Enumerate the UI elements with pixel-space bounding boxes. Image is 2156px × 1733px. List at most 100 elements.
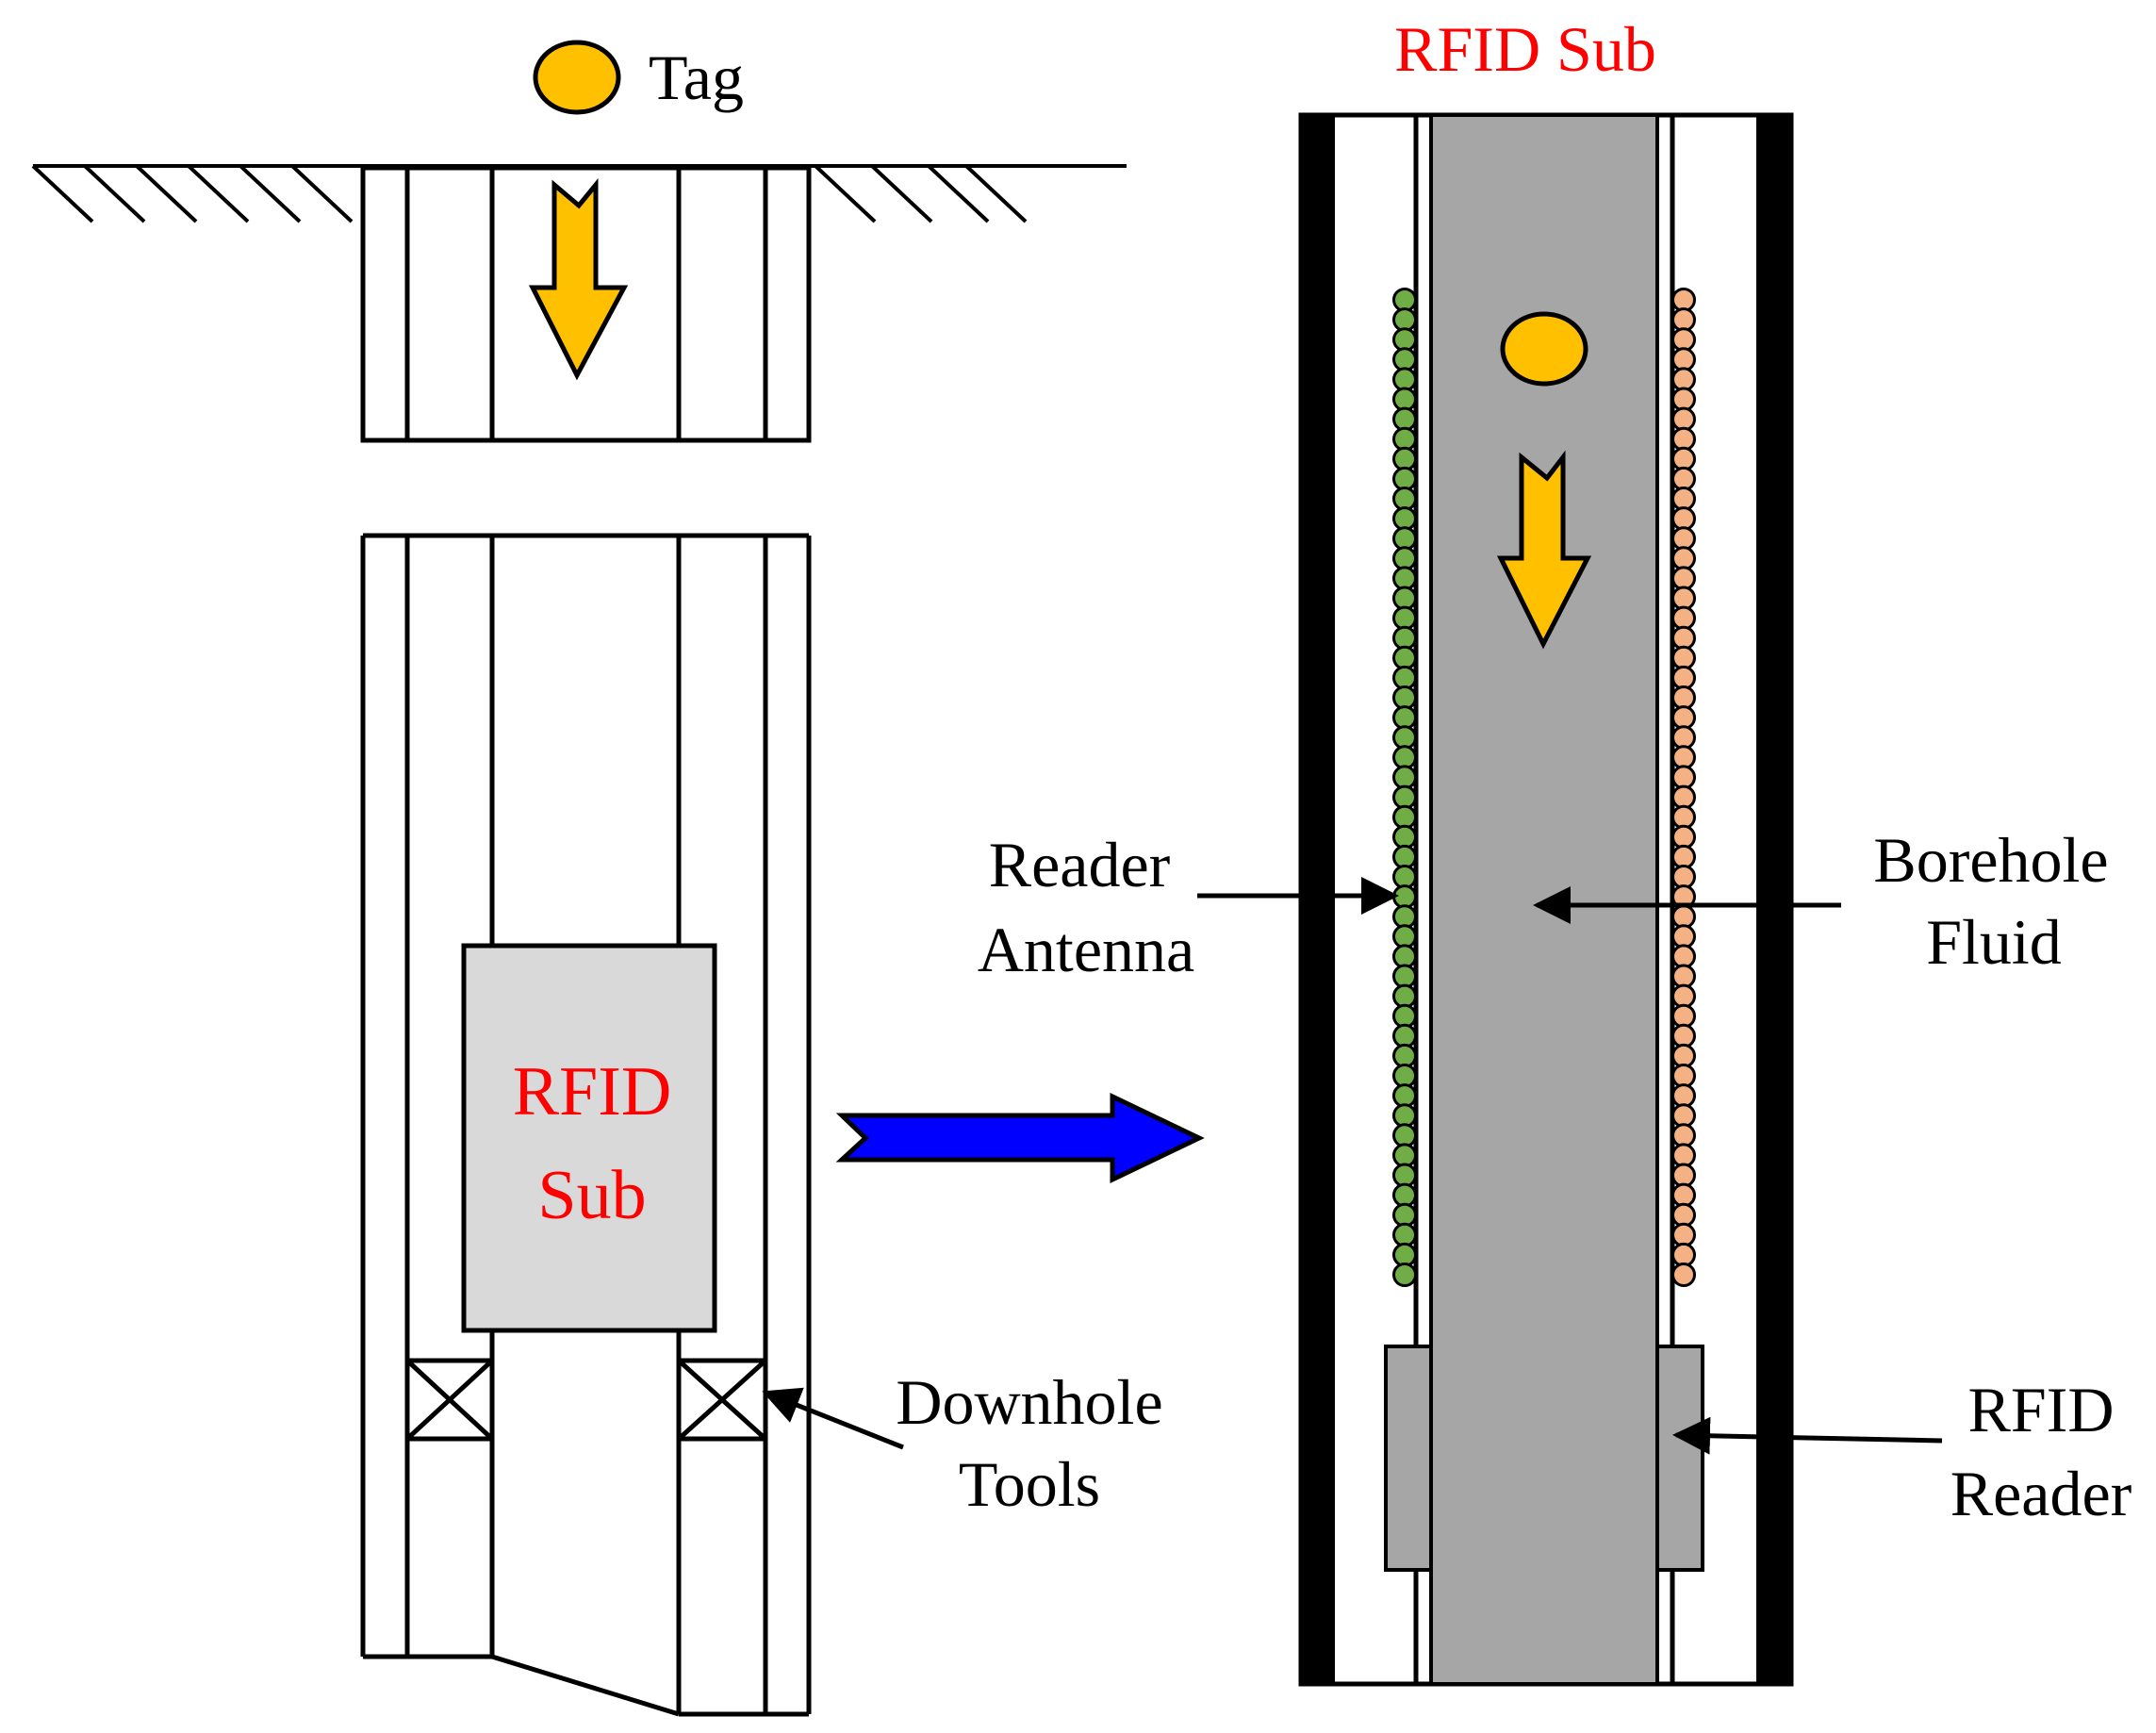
antenna-coil-turn-right bbox=[1671, 705, 1696, 731]
antenna-coil-turn-right bbox=[1671, 804, 1696, 830]
antenna-coil-turn-left bbox=[1392, 964, 1417, 989]
antenna-coil-turn-left bbox=[1392, 884, 1417, 910]
antenna-coil-turn-right bbox=[1671, 665, 1696, 690]
antenna-coil-turn-left bbox=[1392, 1182, 1417, 1208]
downhole-tool-right bbox=[676, 1358, 768, 1442]
antenna-coil-turn-right bbox=[1671, 605, 1696, 631]
antenna-coil-turn-right bbox=[1671, 426, 1696, 452]
antenna-coil-turn-left bbox=[1392, 765, 1417, 790]
antenna-coil-turn-right bbox=[1671, 546, 1696, 571]
antenna-coil-turn-left bbox=[1392, 526, 1417, 552]
antenna-coil-turn-right bbox=[1671, 784, 1696, 810]
rfid-sub-box-label-line2: Sub bbox=[537, 1157, 646, 1234]
antenna-coil-turn-right bbox=[1671, 904, 1696, 930]
antenna-coil-turn-left bbox=[1392, 824, 1417, 850]
antenna-coil-turn-right bbox=[1671, 307, 1696, 333]
antenna-coil-turn-left bbox=[1392, 1023, 1417, 1048]
antenna-coil-turn-left bbox=[1392, 904, 1417, 930]
antenna-coil-turn-left bbox=[1392, 625, 1417, 651]
antenna-coil-turn-left bbox=[1392, 725, 1417, 751]
downhole-tools-label-line1: Downhole bbox=[896, 1366, 1162, 1438]
antenna-coil-turn-left bbox=[1392, 446, 1417, 471]
rfid-reader-pointer bbox=[1672, 1416, 1943, 1455]
tag-label: Tag bbox=[649, 41, 744, 113]
antenna-coil-turn-right bbox=[1671, 844, 1696, 869]
antenna-coil-turn-right bbox=[1671, 1222, 1696, 1247]
antenna-coil-turn-left bbox=[1392, 566, 1417, 591]
antenna-coil-turn-left bbox=[1392, 546, 1417, 571]
antenna-coil-turn-right bbox=[1671, 406, 1696, 432]
antenna-coil-turn-right bbox=[1671, 685, 1696, 710]
tag-descent-arrow-left bbox=[528, 177, 629, 381]
antenna-coil-turn-right bbox=[1671, 1023, 1696, 1048]
antenna-coil-turn-left bbox=[1392, 1083, 1417, 1109]
rfid-reader-label-line2: Reader bbox=[1950, 1458, 2132, 1529]
antenna-coil-turn-right bbox=[1671, 765, 1696, 790]
antenna-coil-turn-left bbox=[1392, 506, 1417, 532]
antenna-coil-turn-right bbox=[1671, 1103, 1696, 1129]
antenna-coil-turn-left bbox=[1392, 1143, 1417, 1168]
tag-icon bbox=[533, 40, 621, 115]
antenna-coil-turn-left bbox=[1392, 645, 1417, 670]
antenna-coil-turn-left bbox=[1392, 466, 1417, 491]
borehole-fluid-label-line2: Fluid bbox=[1926, 906, 2062, 978]
tag-in-sub-icon bbox=[1500, 311, 1588, 387]
antenna-coil-turn-left bbox=[1392, 347, 1417, 372]
antenna-coil-turn-right bbox=[1671, 526, 1696, 552]
downhole-tools-label-line2: Tools bbox=[959, 1448, 1100, 1520]
reader-antenna-label-line1: Reader bbox=[989, 829, 1171, 900]
antenna-coil-turn-right bbox=[1671, 725, 1696, 751]
antenna-coil-turn-right bbox=[1671, 1064, 1696, 1088]
antenna-coil-turn-right bbox=[1671, 327, 1696, 353]
antenna-coil-turn-right bbox=[1671, 506, 1696, 532]
antenna-coil-turn-left bbox=[1392, 784, 1417, 810]
rfid-reader-label-line1: RFID bbox=[1968, 1374, 2115, 1445]
antenna-coil-turn-right bbox=[1671, 487, 1696, 511]
antenna-coil-turn-left bbox=[1392, 586, 1417, 611]
antenna-coil-turn-left bbox=[1392, 1043, 1417, 1068]
tag-descent-arrow-right bbox=[1496, 450, 1592, 650]
antenna-coil-turn-left bbox=[1392, 426, 1417, 452]
rfid-reader-block-right bbox=[1655, 1345, 1704, 1572]
antenna-coil-turn-right bbox=[1671, 983, 1696, 1009]
antenna-coil-turn-right bbox=[1671, 1182, 1696, 1208]
antenna-coil-turn-right bbox=[1671, 446, 1696, 471]
antenna-coil-turn-left bbox=[1392, 387, 1417, 412]
antenna-coil-turn-left bbox=[1392, 1263, 1417, 1287]
antenna-coil-turn-right bbox=[1671, 824, 1696, 850]
antenna-coil-turn-left bbox=[1392, 745, 1417, 770]
antenna-coil-turn-left bbox=[1392, 705, 1417, 731]
antenna-coil-turn-left bbox=[1392, 1242, 1417, 1267]
antenna-coil-turn-right bbox=[1671, 924, 1696, 949]
antenna-coil-turn-left bbox=[1392, 1202, 1417, 1228]
antenna-coil-turn-left bbox=[1392, 1064, 1417, 1088]
reader-antenna-coil-right bbox=[1671, 288, 1696, 1287]
borehole-fluid-label-line1: Borehole bbox=[1873, 824, 2108, 896]
antenna-coil-turn-left bbox=[1392, 327, 1417, 353]
antenna-coil-turn-right bbox=[1671, 964, 1696, 989]
antenna-coil-turn-right bbox=[1671, 1043, 1696, 1068]
antenna-coil-turn-right bbox=[1671, 347, 1696, 372]
antenna-coil-turn-right bbox=[1671, 1003, 1696, 1029]
antenna-coil-turn-right bbox=[1671, 645, 1696, 670]
downhole-tool-left bbox=[404, 1358, 495, 1442]
antenna-coil-turn-left bbox=[1392, 1123, 1417, 1148]
antenna-coil-turn-right bbox=[1671, 1143, 1696, 1168]
antenna-coil-turn-left bbox=[1392, 685, 1417, 710]
reader-antenna-label-line2: Antenna bbox=[978, 914, 1194, 985]
antenna-coil-turn-right bbox=[1671, 1123, 1696, 1148]
antenna-coil-turn-right bbox=[1671, 1263, 1696, 1287]
sub-outer-wall-left bbox=[1299, 113, 1335, 1686]
antenna-coil-turn-left bbox=[1392, 665, 1417, 690]
antenna-coil-turn-right bbox=[1671, 1083, 1696, 1109]
antenna-coil-turn-left bbox=[1392, 804, 1417, 830]
antenna-coil-turn-right bbox=[1671, 1242, 1696, 1267]
antenna-coil-turn-right bbox=[1671, 288, 1696, 312]
antenna-coil-turn-left bbox=[1392, 487, 1417, 511]
antenna-coil-turn-right bbox=[1671, 466, 1696, 491]
antenna-coil-turn-left bbox=[1392, 924, 1417, 949]
antenna-coil-turn-right bbox=[1671, 944, 1696, 969]
antenna-coil-turn-left bbox=[1392, 1222, 1417, 1247]
sub-outer-wall-right bbox=[1756, 113, 1792, 1686]
